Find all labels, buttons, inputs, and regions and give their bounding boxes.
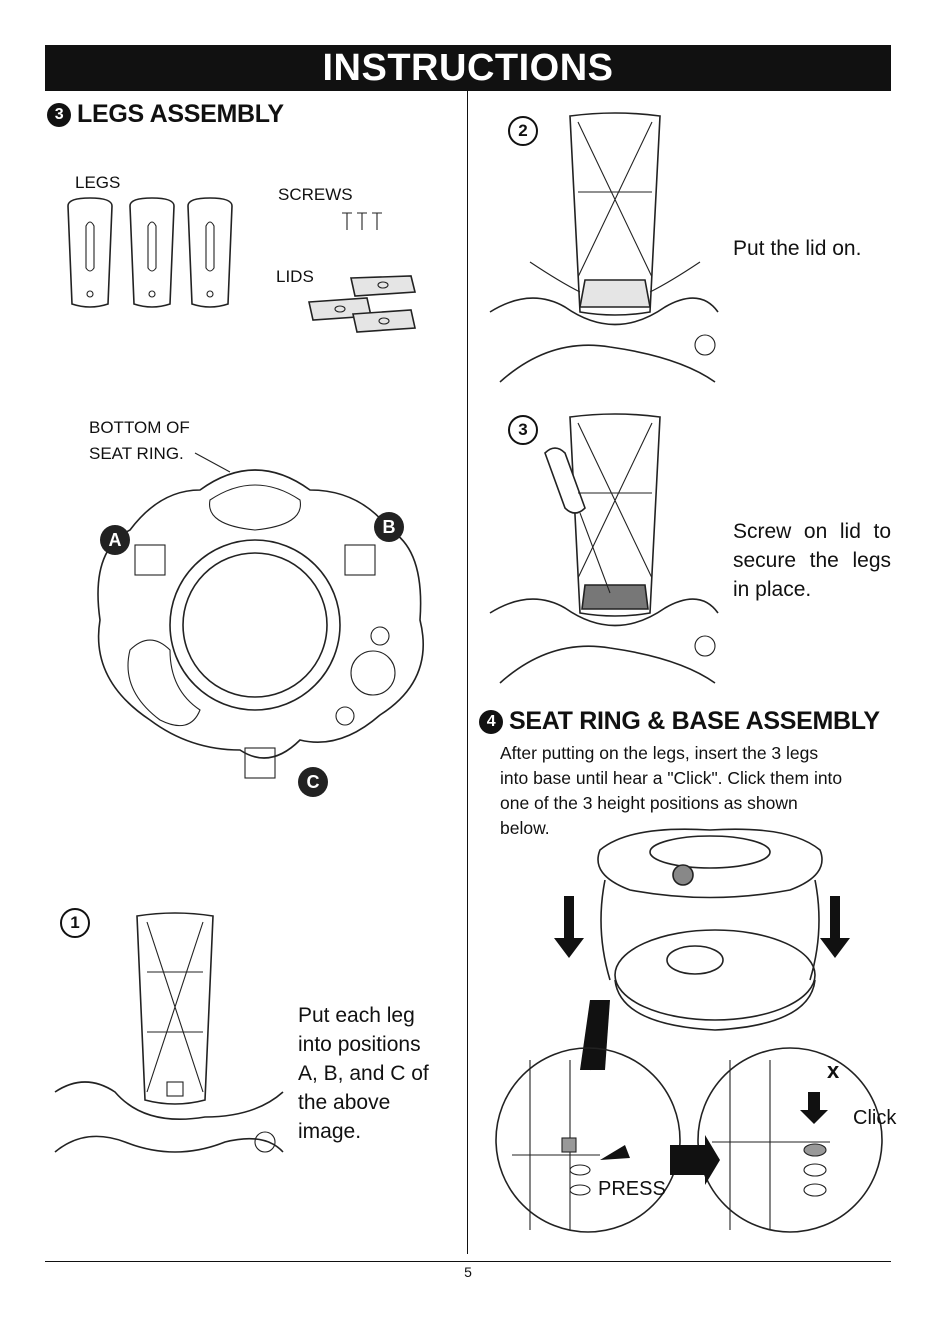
footer-divider (45, 1261, 891, 1262)
section-4-instructions: After putting on the legs, insert the 3 … (500, 741, 842, 841)
click-label: Click (853, 1107, 897, 1129)
page-number: 5 (464, 1264, 472, 1280)
step-3-illustration (489, 413, 719, 684)
section-4-title: SEAT RING & BASE ASSEMBLY (509, 707, 880, 735)
section-4-line: below. (500, 818, 550, 838)
section-4-heading: 4 SEAT RING & BASE ASSEMBLY (479, 707, 880, 736)
step-1-number: 1 (60, 908, 90, 938)
section-4-line: into base until hear a "Click". Click th… (500, 768, 843, 788)
step-1-line: into positions (298, 1033, 421, 1056)
step-3-number: 3 (508, 415, 538, 445)
lids-illustration (308, 275, 417, 333)
step-3-line: in place. (733, 578, 812, 601)
screws-illustration (342, 212, 382, 230)
bottom-label-line2: SEAT RING. (89, 444, 184, 463)
x-mark: x (827, 1058, 840, 1083)
lids-label: LIDS (276, 267, 314, 286)
step-2-text: Put the lid on. (733, 237, 862, 260)
step-3-text: Screw on lid to secure the legs in place… (733, 517, 891, 604)
legs-label: LEGS (75, 173, 121, 192)
section-4-number: 4 (479, 709, 503, 734)
step-1-line: A, B, and C of (298, 1062, 429, 1085)
screws-label: SCREWS (278, 185, 353, 204)
step-3-line: Screw on lid to (733, 520, 891, 543)
page-title-banner: INSTRUCTIONS (45, 45, 891, 91)
section-4-line: one of the 3 height positions as shown (500, 793, 798, 813)
seat-ring-bottom-illustration (97, 452, 424, 779)
position-b-marker: B (374, 512, 404, 542)
step-2-illustration (489, 112, 719, 383)
step-1-line: the above (298, 1091, 391, 1114)
press-label: PRESS (598, 1178, 666, 1200)
section-3-heading: 3 LEGS ASSEMBLY (47, 100, 284, 129)
step-1-illustration (54, 912, 284, 1153)
step-1-line: Put each leg (298, 1004, 415, 1027)
step-2-number: 2 (508, 116, 538, 146)
column-divider (467, 91, 468, 1254)
section-3-number: 3 (47, 102, 71, 127)
step-1-text: Put each leg into positions A, B, and C … (298, 1001, 429, 1146)
step-1-line: image. (298, 1120, 362, 1143)
position-c-marker: C (298, 767, 328, 797)
step-3-line: secure the legs (733, 549, 891, 572)
section-4-line: After putting on the legs, insert the 3 … (500, 743, 819, 763)
legs-illustration (67, 197, 233, 308)
base-assembly-illustration (495, 828, 883, 1233)
position-a-marker: A (100, 525, 130, 555)
bottom-label-line1: BOTTOM OF (89, 418, 190, 437)
section-3-title: LEGS ASSEMBLY (77, 100, 284, 128)
bottom-of-seat-ring-label: BOTTOM OF SEAT RING. (89, 415, 190, 467)
